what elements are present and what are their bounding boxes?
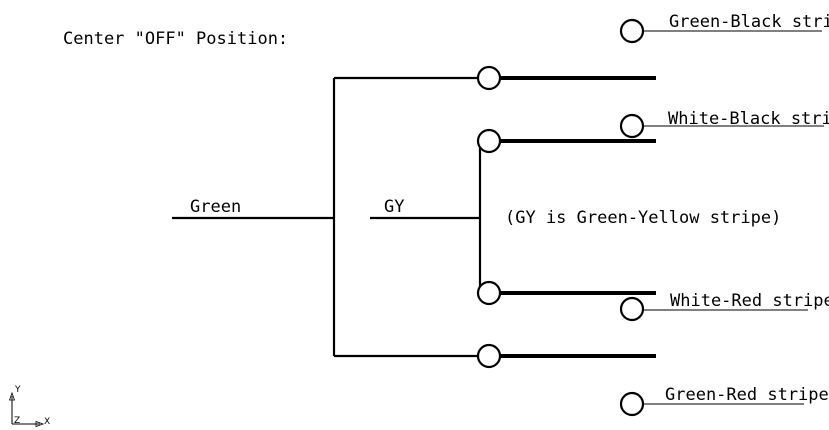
ucs-z-label: Z (14, 416, 20, 426)
output-label-4: Green-Red stripe (665, 385, 829, 405)
gy-wire-label: GY (384, 197, 404, 217)
contact-terminal-2 (476, 128, 502, 154)
ucs-y-label: Y (14, 385, 21, 395)
contact-terminal-1 (476, 65, 502, 91)
gy-note: (GY is Green-Yellow stripe) (505, 208, 781, 228)
green-wire-label: Green (190, 197, 241, 217)
output-label-2: White-Black stripe (668, 109, 829, 129)
output-terminal-4 (619, 391, 645, 417)
output-terminal-2 (619, 113, 645, 139)
output-terminal-3 (619, 296, 645, 322)
output-label-3: White-Red stripe (670, 291, 829, 311)
contact-terminal-4 (476, 343, 502, 369)
diagram-title: Center "OFF" Position: (63, 29, 288, 49)
contact-terminal-3 (476, 280, 502, 306)
ucs-x-label: X (44, 417, 50, 427)
output-label-1: Green-Black stripe (669, 12, 829, 32)
output-terminal-1 (619, 18, 645, 44)
ucs-axis-icon: Y Z X (8, 385, 50, 428)
